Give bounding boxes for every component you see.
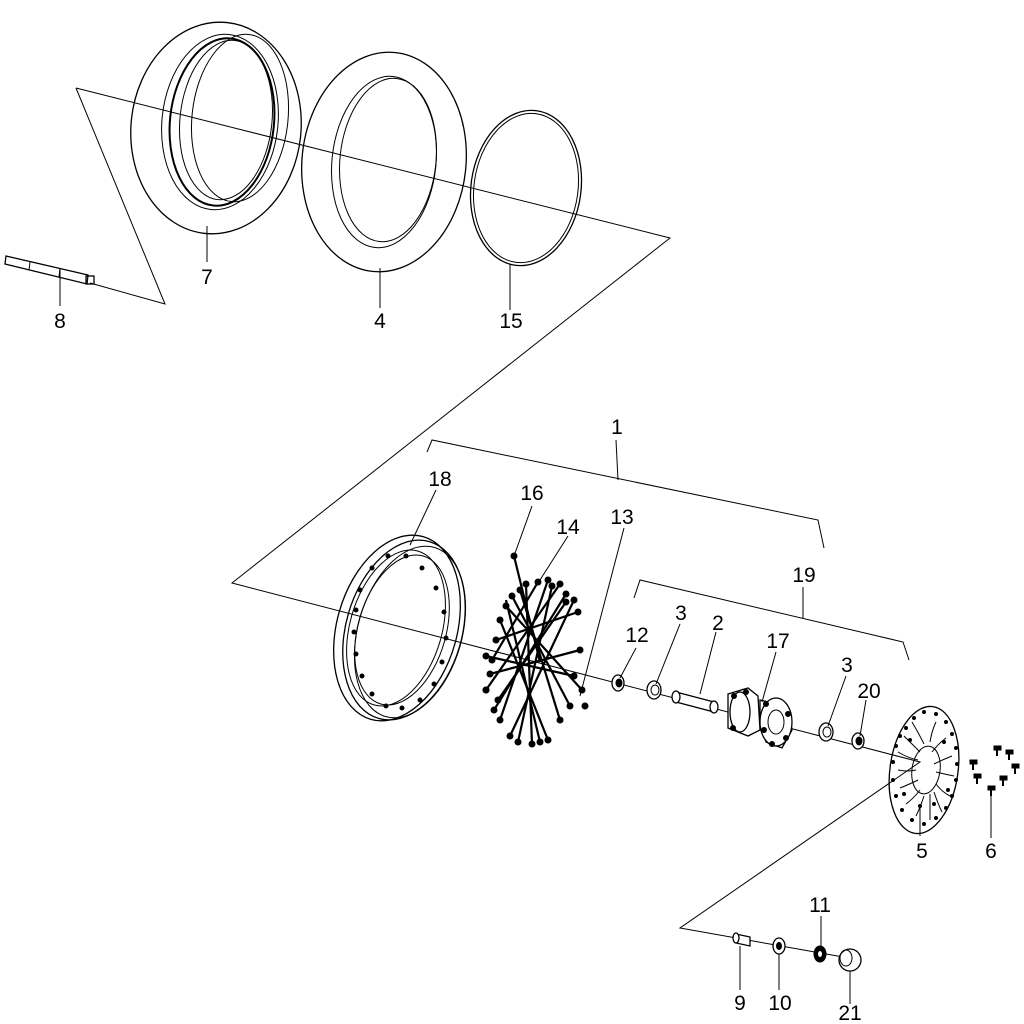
bracket-1 bbox=[426, 439, 825, 549]
wheel-hub bbox=[727, 687, 793, 749]
callout-17: 17 bbox=[766, 630, 789, 653]
callout-16: 16 bbox=[520, 482, 543, 505]
wheel-rim bbox=[333, 534, 467, 722]
inner-tube bbox=[300, 51, 468, 273]
oil-seal bbox=[611, 674, 625, 692]
callout-7: 7 bbox=[201, 266, 213, 289]
side-collar bbox=[732, 932, 751, 947]
callout-19: 19 bbox=[792, 564, 815, 587]
callout-1: 1 bbox=[611, 416, 623, 439]
callout-14: 14 bbox=[556, 516, 580, 539]
callout-6: 6 bbox=[985, 840, 997, 863]
callout-3-right: 3 bbox=[841, 654, 853, 677]
callout-11: 11 bbox=[809, 894, 831, 917]
bracket-19 bbox=[633, 579, 910, 661]
callout-10: 10 bbox=[768, 992, 791, 1015]
callout-9: 9 bbox=[734, 992, 746, 1015]
callout-13: 13 bbox=[610, 506, 633, 529]
spoke-nipples bbox=[482, 552, 589, 748]
leader-lines bbox=[59, 226, 992, 1004]
axle-cap bbox=[838, 948, 862, 972]
callout-2: 2 bbox=[712, 612, 724, 635]
distance-collar bbox=[671, 690, 719, 714]
axle-leader-line bbox=[75, 87, 166, 305]
bracket-1-stem bbox=[615, 439, 619, 481]
brake-disc bbox=[888, 705, 960, 835]
axle bbox=[4, 255, 95, 285]
callout-4: 4 bbox=[374, 310, 386, 333]
callout-20: 20 bbox=[857, 680, 880, 703]
assembly-axis-line bbox=[75, 87, 922, 961]
rim-band bbox=[469, 109, 583, 267]
bearing-right bbox=[818, 722, 834, 742]
tire bbox=[130, 21, 302, 235]
callout-15: 15 bbox=[499, 310, 522, 333]
washer bbox=[772, 937, 786, 955]
axle-nut bbox=[813, 945, 827, 963]
callout-12: 12 bbox=[625, 624, 648, 647]
rim-spoke-holes bbox=[351, 553, 449, 711]
oil-seal-right bbox=[851, 732, 865, 750]
callout-5: 5 bbox=[916, 840, 928, 863]
callout-3-left: 3 bbox=[675, 602, 687, 625]
callout-8: 8 bbox=[54, 310, 66, 333]
bearing-left bbox=[646, 680, 662, 700]
disc-bolts bbox=[969, 745, 1020, 796]
spokes bbox=[485, 555, 583, 745]
callout-18: 18 bbox=[428, 468, 451, 491]
callout-21: 21 bbox=[838, 1002, 861, 1024]
